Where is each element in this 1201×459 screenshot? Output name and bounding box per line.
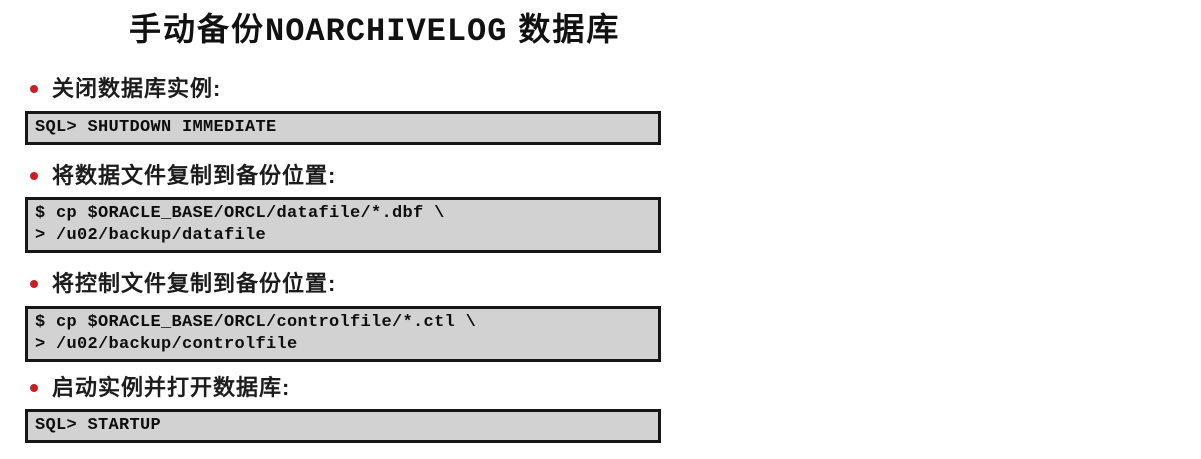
bullet-dot-icon bbox=[30, 384, 38, 392]
step-2-label-row: 将数据文件复制到备份位置: bbox=[30, 163, 336, 189]
page-title: 手动备份NOARCHIVELOG 数据库 bbox=[129, 10, 620, 51]
bullet-dot-icon bbox=[30, 172, 38, 180]
code-line: > /u02/backup/controlfile bbox=[35, 335, 298, 354]
title-latin: NOARCHIVELOG bbox=[265, 13, 508, 50]
step-3-code-block: $ cp $ORACLE_BASE/ORCL/controlfile/*.ctl… bbox=[25, 306, 661, 362]
bullet-dot-icon bbox=[30, 280, 38, 288]
title-prefix: 手动备份 bbox=[129, 11, 266, 47]
step-1-code-block: SQL> SHUTDOWN IMMEDIATE bbox=[25, 111, 661, 145]
step-4-label: 启动实例并打开数据库: bbox=[52, 375, 291, 400]
step-4-code-block: SQL> STARTUP bbox=[25, 409, 661, 443]
step-1-label-row: 关闭数据库实例: bbox=[30, 76, 221, 102]
code-line: $ cp $ORACLE_BASE/ORCL/datafile/*.dbf \ bbox=[35, 204, 445, 223]
code-line: SQL> SHUTDOWN IMMEDIATE bbox=[35, 118, 277, 137]
step-3-label: 将控制文件复制到备份位置: bbox=[52, 271, 337, 296]
bullet-dot-icon bbox=[30, 85, 38, 93]
step-2-code-block: $ cp $ORACLE_BASE/ORCL/datafile/*.dbf \ … bbox=[25, 197, 661, 253]
step-3-label-row: 将控制文件复制到备份位置: bbox=[30, 271, 336, 297]
title-suffix: 数据库 bbox=[507, 11, 621, 47]
code-line: > /u02/backup/datafile bbox=[35, 226, 267, 245]
step-2-label: 将数据文件复制到备份位置: bbox=[52, 163, 337, 188]
step-4-label-row: 启动实例并打开数据库: bbox=[30, 375, 290, 401]
code-line: SQL> STARTUP bbox=[35, 416, 162, 435]
step-1-label: 关闭数据库实例: bbox=[52, 76, 222, 101]
code-line: $ cp $ORACLE_BASE/ORCL/controlfile/*.ctl… bbox=[35, 313, 477, 332]
